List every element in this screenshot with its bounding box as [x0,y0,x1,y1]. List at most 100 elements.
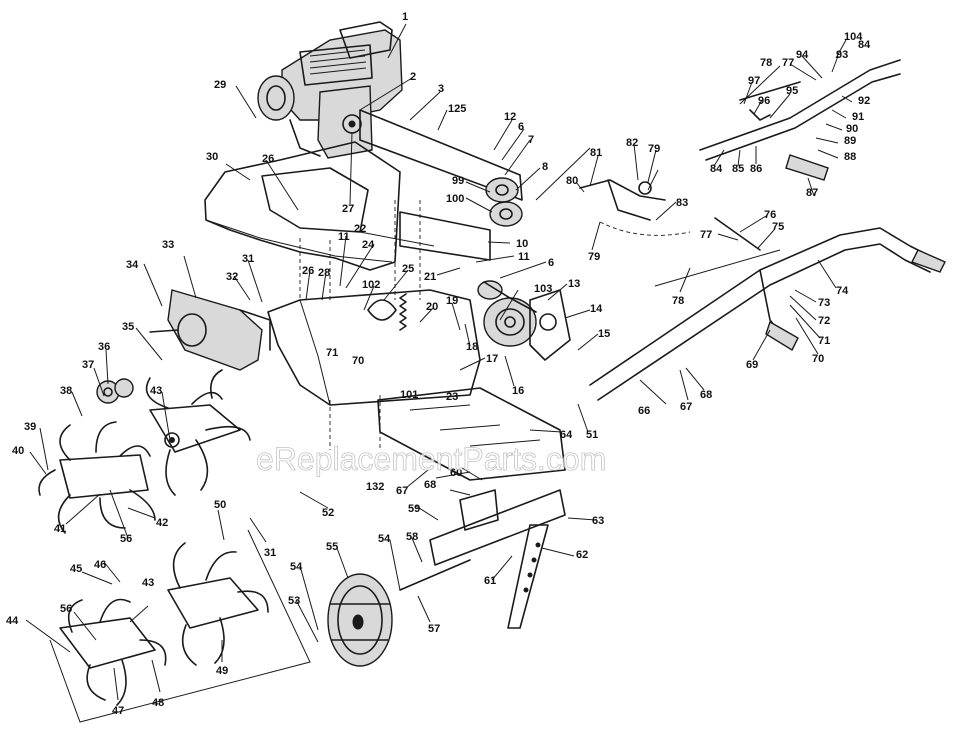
callout: 1 [402,11,408,23]
callout: 100 [446,193,464,205]
callout: 78 [672,295,684,307]
callout: 13 [568,278,580,290]
callout: 93 [836,49,848,61]
drag-plate [377,387,566,481]
callout: 56 [120,533,132,545]
callout: 132 [366,481,384,493]
bearing-bracket [529,289,571,361]
callout: 22 [354,223,366,235]
clutch-detail [535,147,691,236]
callout: 26 [302,265,314,277]
callout: 84 [858,39,871,51]
callout: 64 [560,429,573,441]
callout: 74 [836,285,849,297]
callout: 76 [764,209,776,221]
callout: 82 [626,137,638,149]
engine [257,21,403,159]
callout: 97 [748,75,760,87]
callout: 55 [326,541,338,553]
callout: 3 [438,83,444,95]
depth-bar [507,524,549,629]
callout: 49 [216,665,228,677]
callout: 48 [152,697,164,709]
callout: 125 [448,103,466,115]
handle-detail [699,59,901,181]
callout: 51 [586,429,598,441]
handlebar [589,217,946,401]
callout: 63 [592,515,604,527]
callout: 68 [700,389,712,401]
callout: 59 [408,503,420,515]
callout: 38 [60,385,72,397]
callout: 79 [648,143,660,155]
callout: 24 [362,239,375,251]
callout: 92 [858,95,870,107]
main-frame [267,109,523,450]
callout: 70 [352,355,364,367]
tine-assembly-right [145,369,251,496]
callout: 50 [214,499,226,511]
callout: 34 [126,259,139,271]
callout: 72 [818,315,830,327]
callout: 80 [566,175,578,187]
watermark: eReplacementParts.com [256,441,606,477]
callout: 26 [262,153,274,165]
callout: 31 [242,253,254,265]
callout: 35 [122,321,134,333]
callout: 91 [852,111,864,123]
callout: 70 [812,353,824,365]
callout: 43 [142,577,154,589]
callout: 37 [82,359,94,371]
callout: 83 [676,197,688,209]
callout: 54 [290,561,303,573]
callout: 79 [588,251,600,263]
callout: 27 [342,203,354,215]
callout: 84 [710,163,723,175]
callout: 60 [450,467,462,479]
callout: 71 [818,335,830,347]
callout: 71 [326,347,338,359]
callout: 23 [446,391,458,403]
callout: 68 [424,479,436,491]
callout: 16 [512,385,524,397]
wheel [327,573,393,667]
callout: 103 [534,283,552,295]
wheel-support [399,489,566,591]
callout: 57 [428,623,440,635]
callout: 94 [796,49,809,61]
callout: 53 [288,595,300,607]
callout: 33 [162,239,174,251]
leader-lines [25,23,853,701]
callout: 18 [466,341,478,353]
callout: 41 [54,523,66,535]
tine-assembly-left [38,378,156,534]
callout: 42 [156,517,168,529]
callout: 104 [844,31,863,43]
callout: 46 [94,559,106,571]
callout: 77 [700,229,712,241]
callout: 81 [590,147,602,159]
callout: 89 [844,135,856,147]
callout: 19 [446,295,458,307]
pulley-upper [485,177,523,227]
callout: 10 [516,238,528,250]
callout: 11 [518,251,530,263]
callout: 36 [98,341,110,353]
callout: 66 [638,405,650,417]
callout: 56 [60,603,72,615]
callout: 102 [362,279,380,291]
callout: 39 [24,421,36,433]
callout: 12 [504,111,516,123]
callout: 90 [846,123,858,135]
callout: 25 [402,263,414,275]
callout: 87 [806,187,818,199]
callout: 14 [590,303,603,315]
tine-assembly-lower [49,529,311,723]
callout: 86 [750,163,762,175]
callout: 99 [452,175,464,187]
callout: 67 [680,401,692,413]
callout: 69 [746,359,758,371]
callout: 88 [844,151,856,163]
callout: 67 [396,485,408,497]
